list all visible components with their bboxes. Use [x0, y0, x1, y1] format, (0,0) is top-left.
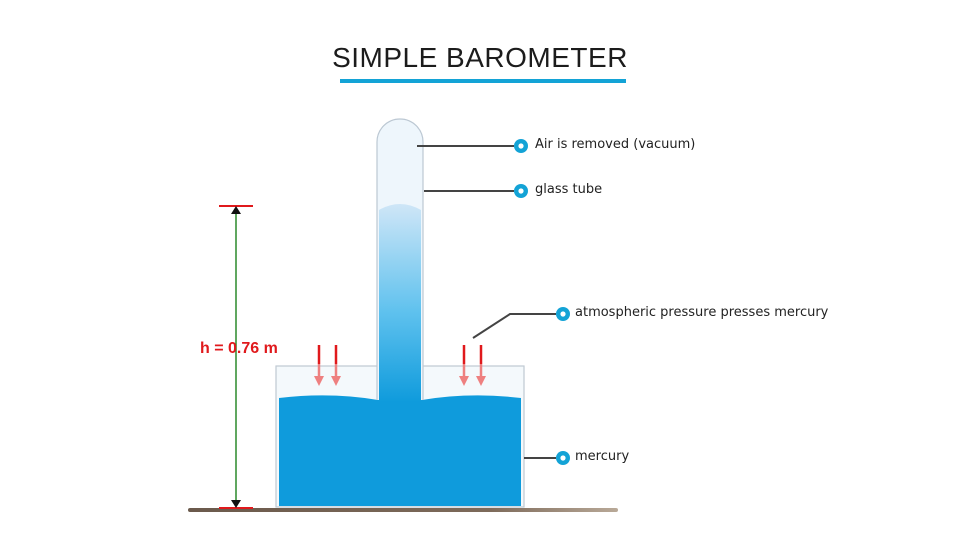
height-arrow-bottom [231, 500, 241, 508]
label-mercury: mercury [575, 449, 630, 464]
bullet-vacuum [514, 139, 528, 153]
height-arrow-top [231, 206, 241, 214]
pressure-arrows-right [459, 345, 486, 386]
label-vacuum: Air is removed (vacuum) [535, 137, 696, 152]
table-base [188, 508, 618, 512]
dish-mercury [279, 395, 521, 506]
diagram-title: SIMPLE BAROMETER [332, 42, 628, 73]
bullet-mercury [556, 451, 570, 465]
label-glass-tube: glass tube [535, 182, 603, 197]
bullet-atmospheric [556, 307, 570, 321]
label-atmospheric-pressure: atmospheric pressure presses mercury [575, 305, 829, 320]
bullet-glass-tube [514, 184, 528, 198]
title-underline [340, 79, 626, 83]
pressure-arrows-left [314, 345, 341, 386]
dish-mercury-center [377, 400, 423, 506]
tube-mercury-column [379, 204, 421, 402]
height-label: h = 0.76 m [200, 340, 278, 357]
leader-atmospheric [472, 313, 556, 339]
